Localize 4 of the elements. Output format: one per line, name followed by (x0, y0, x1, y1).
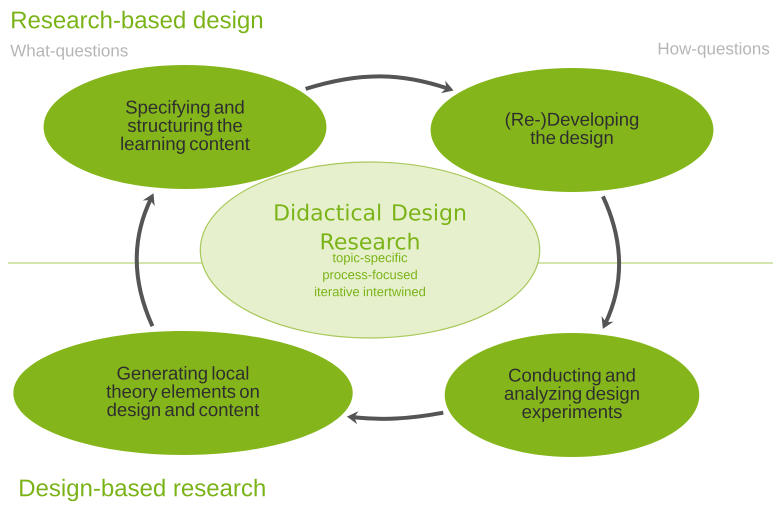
title-text: Design-based research (20, 478, 265, 502)
title-text: Research-based design (12, 10, 262, 34)
subtitle-text: How-questions (658, 42, 770, 58)
subtitle-text: What-questions (10, 44, 128, 60)
